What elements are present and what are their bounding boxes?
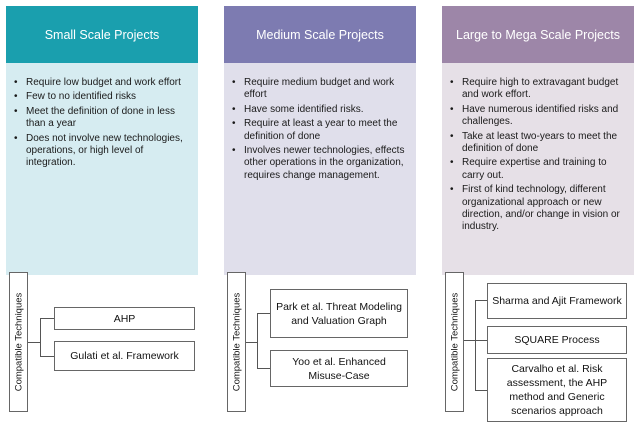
criteria-item: Have numerous identified risks and chall… xyxy=(450,104,626,129)
technique-square-process: SQUARE Process xyxy=(487,326,627,354)
large-scale-header: Large to Mega Scale Projects xyxy=(442,6,634,63)
criteria-item: Have some identified risks. xyxy=(232,104,408,117)
large-scale-criteria: Require high to extravagant budget and w… xyxy=(442,63,634,275)
technique-gulati-framework: Gulati et al. Framework xyxy=(54,341,195,371)
medium-scale-column: Medium Scale Projects Require medium bud… xyxy=(224,6,416,275)
criteria-item: Require at least a year to meet the defi… xyxy=(232,118,408,143)
criteria-item: Involves newer technologies, effects oth… xyxy=(232,145,408,182)
medium-scale-header: Medium Scale Projects xyxy=(224,6,416,63)
connector-line xyxy=(40,318,41,356)
criteria-item: Few to no identified risks xyxy=(14,91,190,104)
compatible-techniques-text: Compatible Techniques xyxy=(13,292,24,392)
connector-line xyxy=(464,340,475,341)
small-scale-column: Small Scale Projects Require low budget … xyxy=(6,6,198,275)
technique-yoo-misuse-case: Yoo et al. Enhanced Misuse-Case xyxy=(270,350,408,387)
medium-scale-criteria: Require medium budget and work effort Ha… xyxy=(224,63,416,275)
connector-line xyxy=(257,313,270,314)
connector-line xyxy=(40,356,54,357)
criteria-item: Meet the definition of done in less than… xyxy=(14,106,190,131)
small-scale-criteria: Require low budget and work effort Few t… xyxy=(6,63,198,275)
connector-line xyxy=(475,300,476,390)
compatible-techniques-label-large: Compatible Techniques xyxy=(445,272,464,412)
compatible-techniques-text: Compatible Techniques xyxy=(449,292,460,392)
criteria-item: Require low budget and work effort xyxy=(14,77,190,90)
connector-line xyxy=(28,342,40,343)
technique-carvalho-risk-assessment: Carvalho et al. Risk assessment, the AHP… xyxy=(487,358,627,422)
technique-park-threat-modeling: Park et al. Threat Modeling and Valuatio… xyxy=(270,289,408,338)
criteria-item: Does not involve new technologies, opera… xyxy=(14,133,190,170)
connector-line xyxy=(246,342,257,343)
connector-line xyxy=(475,390,487,391)
criteria-item: Require expertise and training to carry … xyxy=(450,157,626,182)
compatible-techniques-label-small: Compatible Techniques xyxy=(9,272,28,412)
technique-sharma-ajit-framework: Sharma and Ajit Framework xyxy=(487,283,627,319)
criteria-item: Require high to extravagant budget and w… xyxy=(450,77,626,102)
connector-line xyxy=(475,300,487,301)
connector-line xyxy=(257,313,258,368)
large-scale-column: Large to Mega Scale Projects Require hig… xyxy=(442,6,634,275)
criteria-item: Require medium budget and work effort xyxy=(232,77,408,102)
criteria-item: First of kind technology, different orga… xyxy=(450,184,626,234)
connector-line xyxy=(475,340,487,341)
technique-ahp: AHP xyxy=(54,307,195,330)
connector-line xyxy=(40,318,54,319)
small-scale-header: Small Scale Projects xyxy=(6,6,198,63)
connector-line xyxy=(257,368,270,369)
compatible-techniques-text: Compatible Techniques xyxy=(231,292,242,392)
compatible-techniques-label-medium: Compatible Techniques xyxy=(227,272,246,412)
criteria-item: Take at least two-years to meet the defi… xyxy=(450,131,626,156)
